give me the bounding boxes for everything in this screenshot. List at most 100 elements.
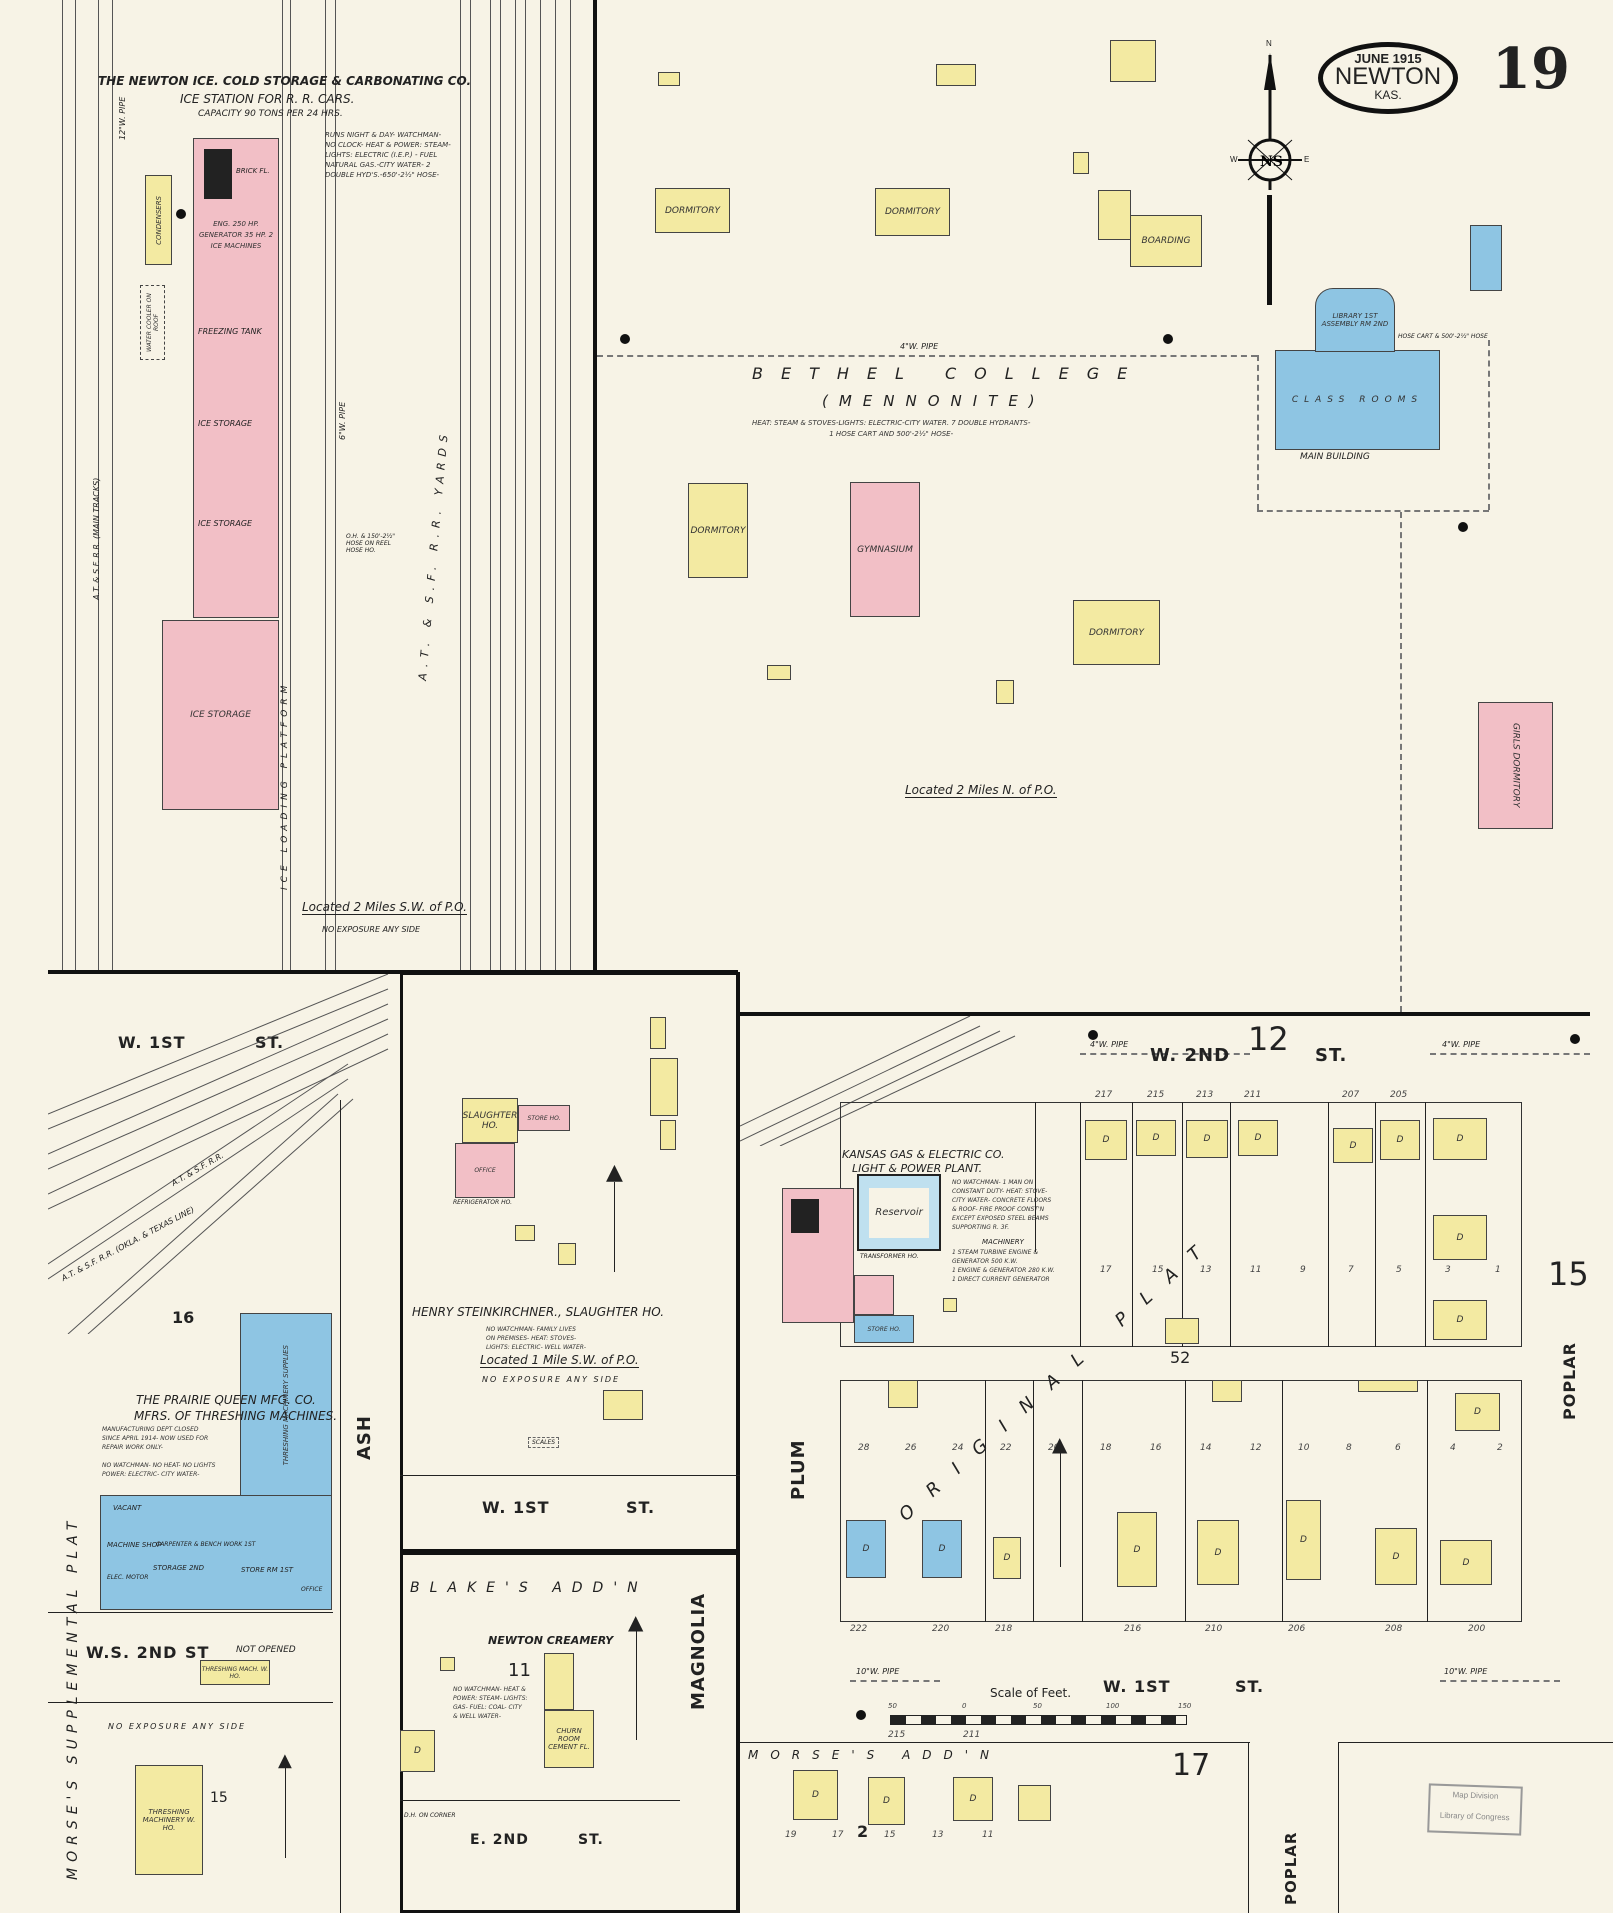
label: D [1396,1135,1404,1145]
label: GYMNASIUM [857,544,913,555]
label: CHURN ROOM CEMENT FL. [548,1727,590,1751]
bethel-girls-dormitory: GIRLS DORMITORY [1478,702,1553,829]
street-w1st-left: W. 1ST [118,1033,186,1052]
label: DORMITORY [690,525,746,536]
scale-tick: 100 [1106,1702,1120,1710]
lot-number: 17 [1100,1265,1112,1275]
rail-line [460,0,461,970]
lot-number: 8 [1346,1443,1352,1453]
lot-number: 10 [1298,1443,1310,1453]
kansas-gas-notes: NO WATCHMAN- 1 MAN ON CONSTANT DUTY- HEA… [952,1179,1052,1231]
compass-rose-icon: NS N W E [1230,39,1310,195]
title-state: KAS. [1374,88,1402,102]
address: 213 [1196,1090,1214,1100]
lot-number: 16 [1150,1443,1162,1453]
slaughter-notes: NO WATCHMAN- FAMILY LIVES ON PREMISES- H… [486,1326,587,1351]
scale-bar [890,1715,1187,1725]
lot-number: 6 [1395,1443,1401,1453]
creamery-block: 11 [508,1660,531,1681]
address: 222 [850,1624,868,1634]
morses-supplemental-label: MORSE'S SUPPLEMENTAL PLAT [65,1515,81,1880]
address: 218 [995,1624,1013,1634]
label: D [1300,1535,1307,1545]
prairie-queen-subtitle: MFRS. OF THRESHING MACHINES. [134,1409,338,1423]
dwelling: D [1433,1300,1487,1340]
street-edge [1338,1742,1339,1913]
blakes-addn: BLAKE'S ADD'N [410,1580,648,1596]
rail-line [555,0,556,970]
lot-number: 26 [905,1443,917,1453]
reservoir: Reservoir [857,1174,941,1251]
street-w2nd: W. 2ND [1150,1045,1231,1066]
dwelling: D [1433,1118,1487,1160]
label: D [883,1796,890,1806]
address: 215 [1147,1090,1165,1100]
label: OFFICE [474,1167,496,1174]
north-arrow-icon: ▲ [278,1750,292,1771]
pipe-6-label: 6"W. PIPE [338,401,347,440]
svg-text:NS: NS [1260,154,1283,170]
ice-company-notes: RUNS NIGHT & DAY- WATCHMAN- NO CLOCK- HE… [325,131,451,179]
north-arrow-shaft [636,1630,637,1740]
label: D [938,1544,946,1554]
street-st-w2nd: ST. [1315,1045,1348,1066]
title-date: JUNE 1915 [1354,51,1422,66]
bethel-notes: HEAT: STEAM & STOVES-LIGHTS: ELECTRIC-CI… [752,419,1031,438]
rail-tracks-diagonal [48,974,389,1334]
slaughter-located: Located 1 Mile S.W. of P.O. [480,1353,639,1368]
street-edge [1338,1742,1613,1743]
room-store: STORE RM 1ST [241,1566,294,1574]
label: D [1152,1133,1160,1143]
scale-tick: 50 [888,1702,897,1710]
lot-number: 2 [1497,1443,1503,1453]
inset-street-line [400,1475,740,1476]
rail-line [112,0,113,970]
morse-lot: 11 [982,1830,994,1840]
scales-label: SCALES [528,1437,560,1448]
north-arrow-icon: ▲ [606,1160,623,1185]
exposure-left: NO EXPOSURE ANY SIDE [108,1722,247,1731]
scale-tick: 150 [1178,1702,1192,1710]
rail-line [570,0,571,970]
dwelling: D [1375,1528,1417,1585]
water-pipe-w2nd-east [1430,1053,1590,1055]
outbuilding [658,72,680,86]
bethel-boarding-annex [1098,190,1131,240]
boiler-boxes [791,1199,819,1233]
label: D [1456,1232,1464,1243]
loading-platform-label: ICE LOADING PLATFORM [280,680,290,890]
prairie-queen-notes: MANUFACTURING DEPT CLOSED SINCE APRIL 19… [102,1426,216,1478]
dwelling: D [953,1777,993,1821]
outbuilding [767,665,791,680]
dwelling: D [1380,1120,1420,1160]
dwelling: D [1238,1120,1278,1156]
water-pipe-w2nd [1080,1053,1250,1055]
lot-number: 4 [1450,1443,1456,1453]
street-st-inset: ST. [626,1498,656,1517]
slaughter-name: HENRY STEINKIRCHNER., SLAUGHTER HO. [412,1305,665,1319]
scale-tick: 50 [1033,1702,1042,1710]
dwelling-cb: D [922,1520,962,1578]
label: DORMITORY [664,205,721,216]
dwelling-cb: D [846,1520,886,1578]
rail-line [470,0,471,970]
reservoir-inner: Reservoir [869,1187,929,1238]
outbuilding [943,1298,957,1312]
store-house-ge: STORE HO. [854,1315,914,1343]
room-engine: ENG. 250 HP. GENERATOR 35 HP. 2 ICE MACH… [198,220,274,250]
dwelling: D [1117,1512,1157,1587]
morse-lot: 15 [884,1830,896,1840]
pipe-label-w2nd-east: 4"W. PIPE [1442,1040,1481,1049]
rail-line [98,0,99,970]
street-st-e2nd: ST. [578,1832,604,1848]
label: D [1133,1544,1141,1555]
dwelling: D [1286,1500,1321,1580]
sheet-number: 19 [1492,36,1570,102]
water-pipe-east [1488,340,1490,510]
transformer-house [854,1275,894,1315]
street-w1st-inset: W. 1ST [482,1498,550,1517]
lot-number: 1 [1495,1265,1501,1275]
north-arrow-icon: ▲ [628,1610,644,1634]
street-w1st-bottom: W. 1ST [1103,1677,1171,1696]
label: STORE HO. [867,1325,901,1333]
